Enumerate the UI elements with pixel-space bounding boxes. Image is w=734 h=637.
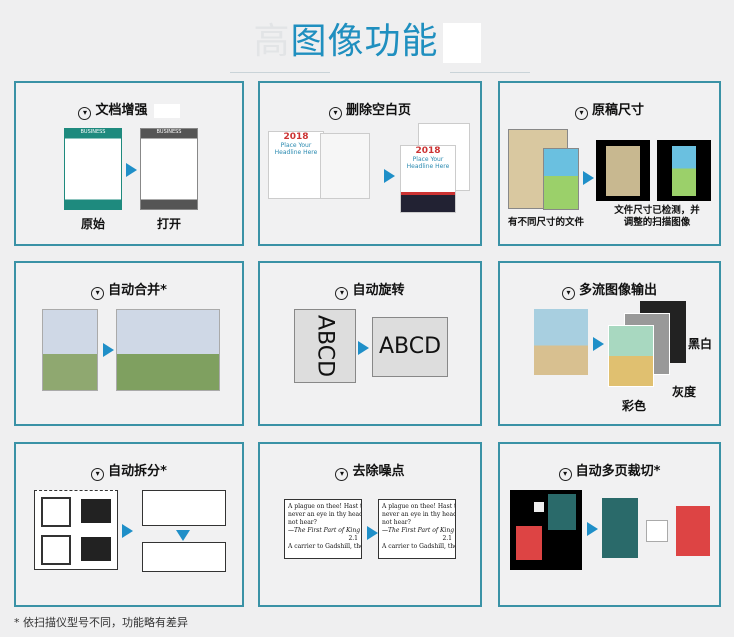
divider <box>230 72 330 73</box>
cropped-item <box>646 520 668 542</box>
blank-page <box>320 133 370 199</box>
title-blank <box>442 23 481 63</box>
arrow-right-icon <box>384 169 395 183</box>
chevron-down-icon: ▾ <box>561 287 575 300</box>
cropped-item <box>602 498 638 558</box>
arrow-down-icon <box>176 530 190 541</box>
panel-auto-rotate: ▾自动旋转 ABCD ABCD <box>258 261 482 426</box>
rotated-page: ABCD <box>294 309 356 383</box>
caption-detected-size: 文件尺寸已检测，并调整的扫描图像 <box>614 205 700 228</box>
caption-gray: 灰度 <box>672 385 697 399</box>
arrow-right-icon <box>593 337 604 351</box>
panel-title: ▾自动拆分* <box>16 460 242 481</box>
original-document: BUSINESS <box>64 128 122 210</box>
clean-page: A plague on thee! Hast thounever an eye … <box>378 499 456 559</box>
arrow-right-icon <box>126 163 137 177</box>
panel-title: ▾文档增强 <box>16 99 242 120</box>
merged-image <box>116 309 220 391</box>
chevron-down-icon: ▾ <box>91 287 105 300</box>
panel-title: ▾多流图像输出 <box>500 279 719 300</box>
split-page-bottom <box>142 542 226 572</box>
split-page-top <box>142 490 226 526</box>
panel-auto-merge: ▾自动合并* <box>14 261 244 426</box>
panel-document-enhance: ▾文档增强 BUSINESS BUSINESS 原始 打开 <box>14 81 244 246</box>
divider <box>450 72 530 73</box>
chevron-down-icon: ▾ <box>574 107 588 120</box>
caption-bw: 黑白 <box>688 337 713 351</box>
arrow-right-icon <box>583 171 594 185</box>
title-text: 图像功能 <box>290 21 439 62</box>
arrow-right-icon <box>587 522 598 536</box>
panel-title: ▾删除空白页 <box>260 99 480 120</box>
chevron-down-icon: ▾ <box>91 468 105 481</box>
arrow-right-icon <box>122 524 133 538</box>
scan-result-large <box>596 140 650 201</box>
title-ghost: 高 <box>253 21 291 62</box>
caption-color: 彩色 <box>622 399 647 413</box>
small-document <box>543 148 579 210</box>
source-image <box>534 309 588 375</box>
arrow-right-icon <box>358 341 369 355</box>
footnote: * 依扫描仪型号不同，功能略有差异 <box>14 616 188 629</box>
cropped-item <box>676 506 710 556</box>
enhanced-document: BUSINESS <box>140 128 198 210</box>
caption-different-sizes: 有不同尺寸的文件 <box>507 217 584 228</box>
panel-original-size: ▾原稿尺寸 有不同尺寸的文件 文件尺寸已检测，并调整的扫描图像 <box>498 81 721 246</box>
chevron-down-icon: ▾ <box>558 468 572 481</box>
noisy-page: A plague on thee! Hast thounever an eye … <box>284 499 362 559</box>
color-image <box>608 325 654 387</box>
panel-denoise: ▾去除噪点 A plague on thee! Hast thounever a… <box>258 442 482 607</box>
panel-title: ▾原稿尺寸 <box>500 99 719 120</box>
arrow-right-icon <box>103 343 114 357</box>
panel-auto-split: ▾自动拆分* <box>14 442 244 607</box>
chevron-down-icon: ▾ <box>335 468 349 481</box>
chevron-down-icon: ▾ <box>78 107 92 120</box>
arrow-right-icon <box>367 526 378 540</box>
caption-open: 打开 <box>156 217 181 231</box>
corrected-page: ABCD <box>372 317 448 377</box>
scan-result-small <box>657 140 711 201</box>
panel-multistream-output: ▾多流图像输出 黑白 灰度 彩色 <box>498 261 721 426</box>
chevron-down-icon: ▾ <box>328 107 342 120</box>
panel-title: ▾去除噪点 <box>260 460 480 481</box>
panel-title: ▾自动多页裁切* <box>500 460 719 481</box>
multi-item-scan <box>510 490 582 570</box>
source-sheet <box>34 490 118 570</box>
caption-original: 原始 <box>80 217 105 231</box>
panel-title: ▾自动旋转 <box>260 279 480 300</box>
page-title: 高图像功能 <box>0 12 734 64</box>
panel-multi-crop: ▾自动多页裁切* <box>498 442 721 607</box>
chevron-down-icon: ▾ <box>335 287 349 300</box>
panel-title: ▾自动合并* <box>16 279 242 300</box>
half-image <box>42 309 98 391</box>
